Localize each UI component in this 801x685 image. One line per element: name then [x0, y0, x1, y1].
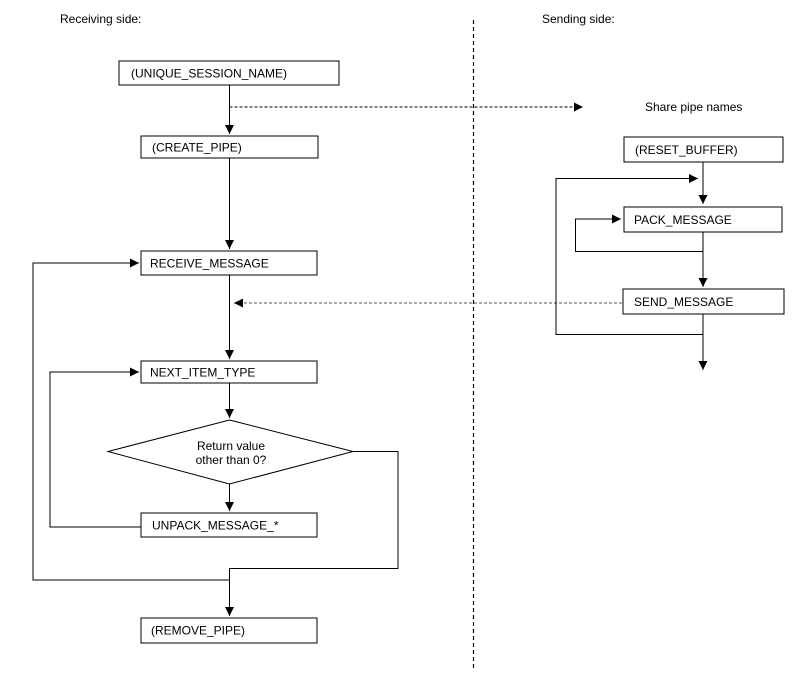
decision-label-line1: Return value: [197, 439, 265, 453]
reset-buffer-box: [623, 136, 784, 163]
remove-pipe-box: [140, 617, 318, 644]
arrow-outer-loop-to-receive: [32, 258, 230, 581]
unpack-message-box: [140, 512, 318, 538]
arrow-decision-no-to-remove: [225, 451, 399, 616]
send-message-label: SEND_MESSAGE: [634, 295, 733, 309]
receive-message-box: [140, 250, 318, 276]
node-unique-session-name: (UNIQUE_SESSION_NAME): [118, 60, 340, 86]
receiving-side-label: Receiving side:: [60, 12, 141, 26]
next-item-type-box: [140, 360, 318, 384]
arrow-send-loop-to-pack-line: [555, 174, 703, 335]
node-decision-return-value: Return value other than 0?: [106, 419, 355, 485]
decision-diamond: [106, 419, 355, 485]
send-message-box: [622, 288, 785, 315]
reset-buffer-label: (RESET_BUFFER): [635, 143, 738, 157]
node-unpack-message: UNPACK_MESSAGE_*: [140, 512, 318, 538]
remove-pipe-label: (REMOVE_PIPE): [151, 624, 245, 638]
share-pipe-names-label: Share pipe names: [645, 100, 742, 114]
node-create-pipe: (CREATE_PIPE): [140, 135, 319, 159]
unpack-message-label: UNPACK_MESSAGE_*: [152, 519, 279, 533]
node-receive-message: RECEIVE_MESSAGE: [140, 250, 318, 276]
pack-message-box: [623, 206, 783, 233]
unique-session-name-box: [118, 60, 340, 86]
decision-label-line2: other than 0?: [196, 453, 267, 467]
sending-side-label: Sending side:: [542, 12, 615, 26]
unique-session-name-label: (UNIQUE_SESSION_NAME): [131, 67, 287, 81]
node-remove-pipe: (REMOVE_PIPE): [140, 617, 318, 644]
node-pack-message: PACK_MESSAGE: [623, 206, 783, 233]
arrow-unpack-loop-to-next: [49, 367, 141, 528]
node-reset-buffer: (RESET_BUFFER): [623, 136, 784, 163]
node-send-message: SEND_MESSAGE: [622, 288, 785, 315]
pack-message-label: PACK_MESSAGE: [634, 213, 732, 227]
arrow-pack-self-loop: [575, 214, 703, 252]
next-item-type-label: NEXT_ITEM_TYPE: [150, 366, 255, 380]
receive-message-label: RECEIVE_MESSAGE: [150, 257, 269, 271]
create-pipe-label: (CREATE_PIPE): [152, 141, 242, 155]
create-pipe-box: [140, 135, 319, 159]
node-next-item-type: NEXT_ITEM_TYPE: [140, 360, 318, 384]
